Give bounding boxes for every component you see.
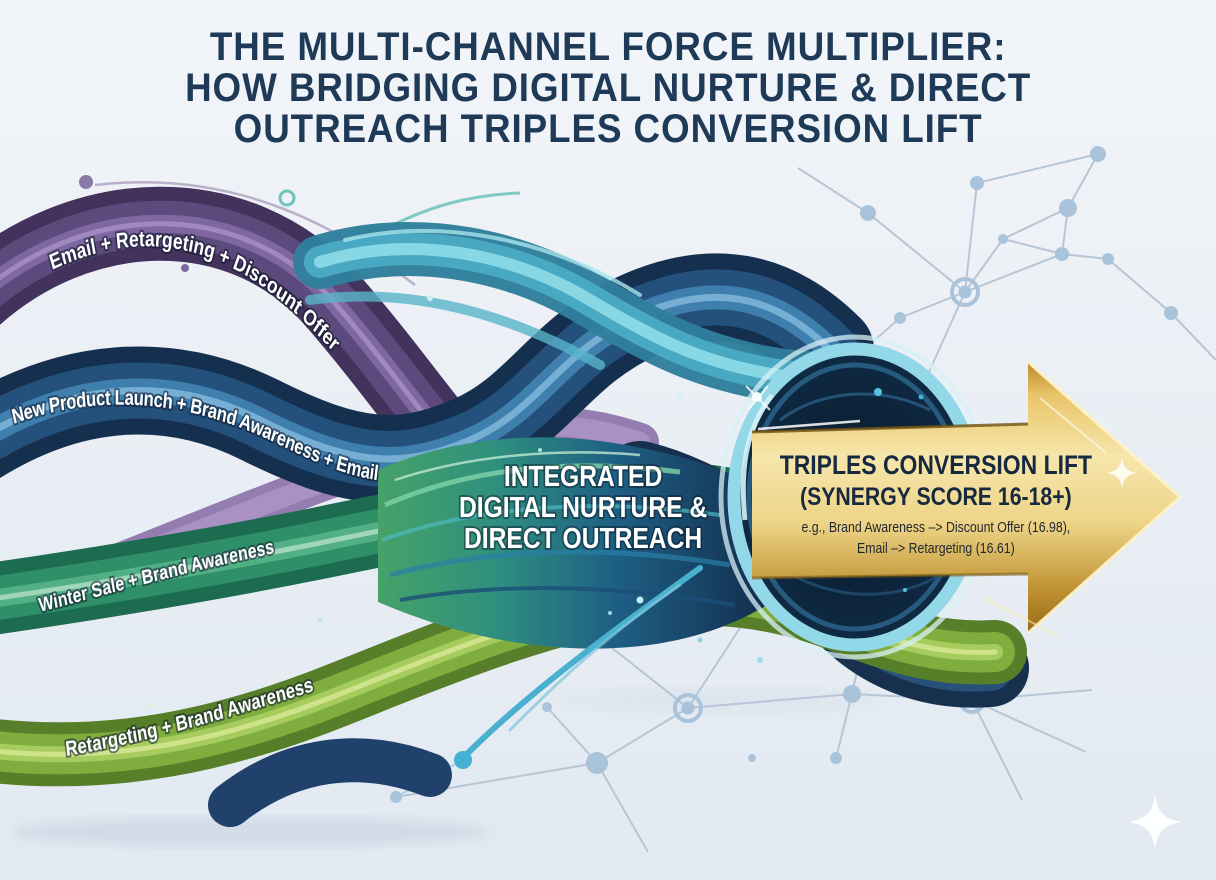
title-block: THE MULTI-CHANNEL FORCE MULTIPLIER: HOW …	[185, 25, 1031, 152]
arrow-glints	[757, 397, 1137, 637]
swoosh-end-dot	[454, 751, 472, 769]
page-title-line-3: OUTREACH TRIPLES CONVERSION LIFT	[234, 107, 983, 152]
ribbon-blue	[0, 253, 874, 503]
sparkle-icon	[1129, 795, 1181, 849]
center-texts: INTEGRATED DIGITAL NURTURE & DIRECT OUTR…	[457, 450, 1093, 556]
purple-dot	[79, 175, 93, 189]
arrow-heading: TRIPLES CONVERSION LIFT	[780, 450, 1093, 480]
stream-line-1: INTEGRATED	[504, 460, 662, 492]
stream-line-2: DIGITAL NURTURE &	[459, 491, 707, 523]
ring-glint	[745, 385, 771, 411]
teal-ring-dot	[278, 189, 296, 207]
arrow-example-1: e.g., Brand Awareness –> Discount Offer …	[801, 519, 1070, 535]
glint-star-icon	[1107, 458, 1137, 488]
network-edges	[395, 153, 1216, 853]
stream-line-3: DIRECT OUTREACH	[464, 522, 702, 554]
gold-arrow	[751, 360, 1183, 637]
arrow-example-2: Email –> Retargeting (16.61)	[857, 540, 1015, 556]
arrow-subheading: (SYNERGY SCORE 16-18+)	[800, 482, 1072, 510]
stream-swoosh	[454, 565, 703, 769]
converged-stream	[378, 437, 775, 649]
page-title-line-1: THE MULTI-CHANNEL FORCE MULTIPLIER:	[210, 25, 1007, 70]
network-graph	[390, 146, 1216, 853]
soft-shadow	[10, 688, 880, 847]
page-title-line-2: HOW BRIDGING DIGITAL NURTURE & DIRECT	[185, 66, 1031, 111]
spark-dots	[148, 264, 763, 707]
